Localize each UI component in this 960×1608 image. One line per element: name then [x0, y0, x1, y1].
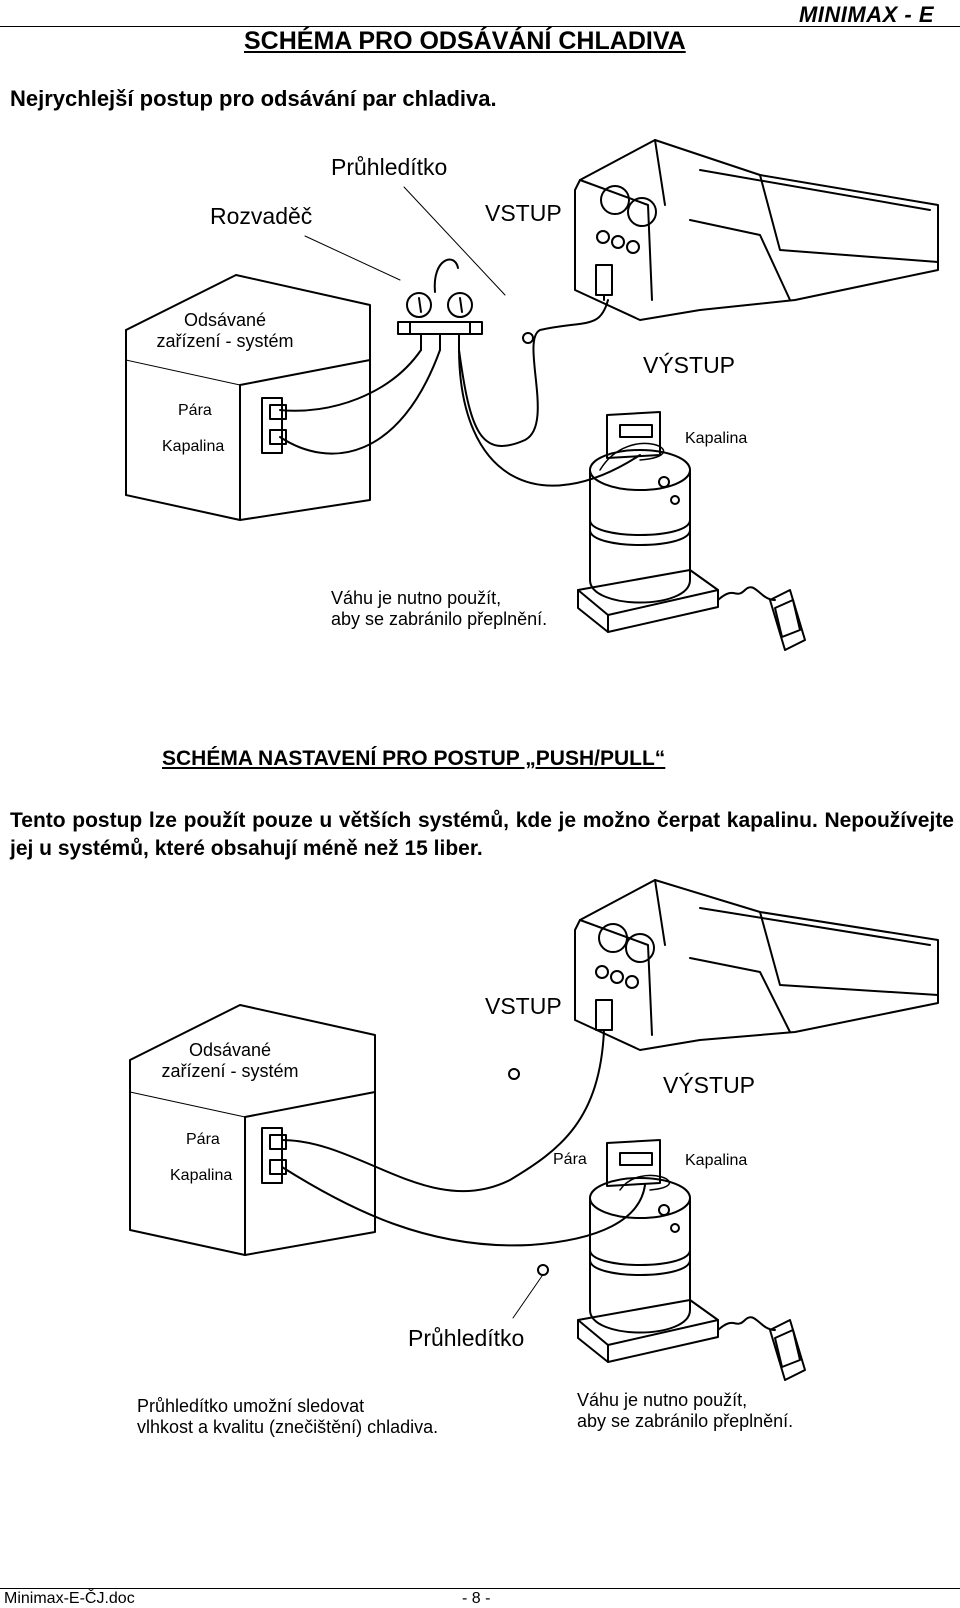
- footer-rule: [0, 1588, 960, 1589]
- label-scale-note: Váhu je nutno použít, aby se zabránilo p…: [331, 588, 547, 630]
- label2-scale-note-line2: aby se zabránilo přeplnění.: [577, 1411, 794, 1431]
- section-title: SCHÉMA NASTAVENÍ PRO POSTUP „PUSH/PULL“: [162, 747, 666, 770]
- diagram1-recovery-unit: [574, 139, 939, 321]
- label-inlet: VSTUP: [485, 200, 562, 226]
- label2-sight-glass-note: Průhledítko umožní sledovat vlhkost a kv…: [137, 1396, 438, 1438]
- footer-filename: Minimax-E-ČJ.doc: [4, 1590, 135, 1607]
- diagram1-system-box: [125, 274, 371, 521]
- diagram2-recovery-unit: [574, 879, 939, 1051]
- diagram2-system-box: [129, 1004, 376, 1256]
- label-vapor: Pára: [178, 402, 212, 419]
- page-title: SCHÉMA PRO ODSÁVÁNÍ CHLADIVA: [244, 27, 686, 55]
- label-system: Odsávané zařízení - systém: [150, 310, 300, 352]
- label-system-line1: Odsávané: [183, 310, 267, 330]
- header-rule: [0, 26, 960, 27]
- diagram1-scale: [577, 569, 719, 633]
- label-system-line2: zařízení - systém: [156, 331, 294, 351]
- label2-scale-note: Váhu je nutno použít, aby se zabránilo p…: [577, 1390, 793, 1432]
- label-scale-note-line1: Váhu je nutno použít,: [331, 588, 502, 608]
- diagram2-hoses: [281, 1029, 671, 1247]
- label2-system-line1: Odsávané: [188, 1040, 272, 1060]
- label2-inlet: VSTUP: [485, 993, 562, 1019]
- diagram1-hoses: [279, 299, 665, 487]
- diagram1-leader-lines: [304, 186, 506, 296]
- lead-text: Nejrychlejší postup pro odsávání par chl…: [10, 86, 497, 111]
- label2-sight-glass-note-line2: vlhkost a kvalitu (znečištění) chladiva.: [137, 1417, 439, 1437]
- label2-sight-glass-note-line1: Průhledítko umožní sledovat: [137, 1396, 365, 1416]
- diagram2-scale: [577, 1299, 719, 1363]
- brand-logo: MINIMAX - E: [798, 2, 934, 27]
- footer-page-number: - 8 -: [462, 1590, 491, 1607]
- diagram2-leader-lines: [512, 1275, 543, 1319]
- label2-outlet: VÝSTUP: [663, 1072, 756, 1098]
- label2-liquid-left: Kapalina: [170, 1167, 233, 1184]
- diagram1-cylinder: [589, 411, 691, 604]
- label-manifold: Rozvaděč: [210, 203, 313, 229]
- label2-system: Odsávané zařízení - systém: [155, 1040, 305, 1082]
- diagram2-cylinder: [537, 1139, 691, 1334]
- label2-vapor-left: Pára: [186, 1131, 220, 1148]
- label2-sight-glass: Průhledítko: [408, 1325, 525, 1351]
- label2-vapor-right: Pára: [553, 1151, 587, 1168]
- label-liquid-left: Kapalina: [162, 438, 225, 455]
- label2-liquid-right: Kapalina: [685, 1152, 748, 1169]
- label-sight-glass: Průhledítko: [331, 154, 448, 180]
- section-paragraph: Tento postup lze použít pouze u větších …: [10, 809, 954, 860]
- label2-scale-note-line1: Váhu je nutno použít,: [577, 1390, 748, 1410]
- label-scale-note-line2: aby se zabránilo přeplnění.: [331, 609, 548, 629]
- diagram1-manifold: [397, 258, 483, 351]
- label2-system-line2: zařízení - systém: [161, 1061, 299, 1081]
- label-liquid-right: Kapalina: [685, 430, 748, 447]
- diagram2-scale-controller: [717, 1316, 806, 1381]
- label-outlet: VÝSTUP: [643, 352, 736, 378]
- diagram1-scale-controller: [717, 586, 806, 651]
